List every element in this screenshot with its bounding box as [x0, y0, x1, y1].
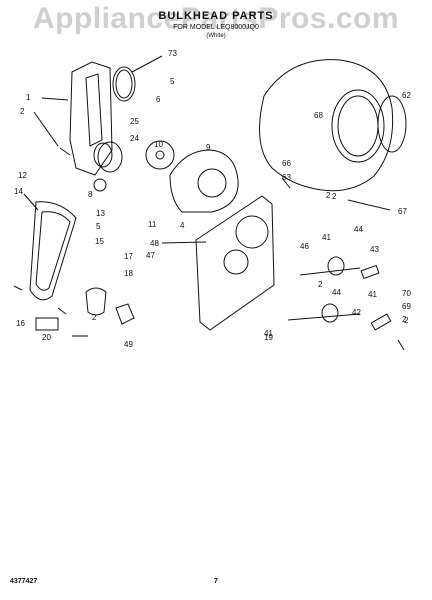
- motor-bracket: [35, 317, 59, 331]
- drive-belt: [29, 201, 77, 301]
- callout-18: 18: [124, 269, 133, 278]
- idler-pulley: [93, 178, 107, 192]
- callout-2: 2: [318, 280, 323, 289]
- blower-hub: [155, 150, 165, 160]
- callout-44: 44: [332, 288, 341, 297]
- leader-67: [347, 199, 391, 211]
- callout-10: 10: [154, 140, 163, 149]
- screw-front-right: [397, 339, 405, 351]
- callout-5: 5: [96, 222, 101, 231]
- clip-upper: [360, 264, 380, 280]
- callout-9: 9: [206, 143, 211, 152]
- screw-motor: [57, 307, 67, 315]
- motor-switch: [115, 303, 135, 325]
- callout-12: 12: [18, 171, 27, 180]
- callout-62: 62: [402, 91, 411, 100]
- gasket-ring: [112, 66, 136, 102]
- footer-page-number: 7: [214, 578, 218, 585]
- diagram-subtitle: FOR MODEL LEQ8000JQ0: [173, 24, 259, 31]
- roller-shaft-upper: [299, 267, 361, 276]
- callout-2: 2: [404, 316, 409, 325]
- callout-42: 42: [352, 308, 361, 317]
- bearing-housing: [97, 141, 123, 173]
- bulkhead-plate: [69, 61, 113, 176]
- callout-2: 2: [20, 107, 25, 116]
- callout-1: 1: [26, 93, 31, 102]
- leader-48: [161, 241, 207, 244]
- callout-41: 41: [322, 233, 331, 242]
- callout-25: 25: [130, 117, 139, 126]
- callout-69: 69: [402, 302, 411, 311]
- blower-housing-opening: [197, 168, 227, 198]
- callout-20: 20: [42, 333, 51, 342]
- callout-5: 5: [170, 77, 175, 86]
- callout-44: 44: [354, 225, 363, 234]
- leader-1: [41, 97, 69, 101]
- leader-14: [23, 193, 39, 211]
- roller-upper: [327, 256, 345, 276]
- callout-43: 43: [370, 245, 379, 254]
- bearing: [93, 142, 113, 168]
- callout-15: 15: [95, 237, 104, 246]
- callout-4: 4: [180, 221, 185, 230]
- callout-16: 16: [16, 319, 25, 328]
- front-panel-vent-large: [235, 215, 269, 249]
- callout-70: 70: [402, 289, 411, 298]
- callout-2: 2: [402, 315, 407, 324]
- diagram-color-note: (White): [206, 33, 226, 39]
- screw-bulkhead: [59, 147, 71, 156]
- blower-wheel: [145, 140, 175, 170]
- callout-8: 8: [88, 190, 93, 199]
- callout-24: 24: [130, 134, 139, 143]
- callout-67: 67: [398, 207, 407, 216]
- callout-19: 19: [264, 333, 273, 342]
- gasket-ring-inner: [115, 69, 133, 99]
- roller-shaft-lower: [287, 313, 361, 321]
- footer-part-number: 4377427: [10, 578, 38, 585]
- callout-41: 41: [264, 329, 273, 338]
- front-seal: [377, 95, 407, 153]
- callout-66: 66: [282, 159, 291, 168]
- callout-46: 46: [300, 242, 309, 251]
- callout-13: 13: [96, 209, 105, 218]
- watermark: AppliancePartsPros.com: [32, 2, 400, 35]
- motor: [85, 287, 107, 316]
- blower-housing: [169, 149, 239, 213]
- drum-opening: [331, 89, 385, 163]
- screw-drum: [281, 177, 291, 189]
- callout-17: 17: [124, 252, 133, 261]
- screw-front-left: [13, 285, 23, 291]
- callout-6: 6: [156, 95, 161, 104]
- callout-49: 49: [124, 340, 133, 349]
- diagram-title: BULKHEAD PARTS: [158, 10, 274, 22]
- callout-68: 68: [314, 111, 323, 120]
- front-panel-vent: [223, 249, 249, 275]
- callout-2: 2: [332, 192, 337, 201]
- drive-belt-inner: [35, 211, 71, 291]
- callout-63: 63: [282, 173, 291, 182]
- drum-body: [259, 59, 394, 192]
- callout-11: 11: [148, 220, 157, 229]
- front-panel: [195, 195, 275, 331]
- callout-14: 14: [14, 187, 23, 196]
- bulkhead-plate-slot: [85, 73, 103, 147]
- callout-73: 73: [168, 49, 177, 58]
- callout-48: 48: [150, 239, 159, 248]
- leader-73: [131, 55, 163, 73]
- clip-lower: [370, 313, 392, 331]
- callout-2: 2: [92, 313, 97, 322]
- leader-2: [33, 111, 59, 147]
- callout-2: 2: [326, 191, 331, 200]
- callout-41: 41: [368, 290, 377, 299]
- roller-lower: [321, 303, 339, 323]
- callout-47: 47: [146, 251, 155, 260]
